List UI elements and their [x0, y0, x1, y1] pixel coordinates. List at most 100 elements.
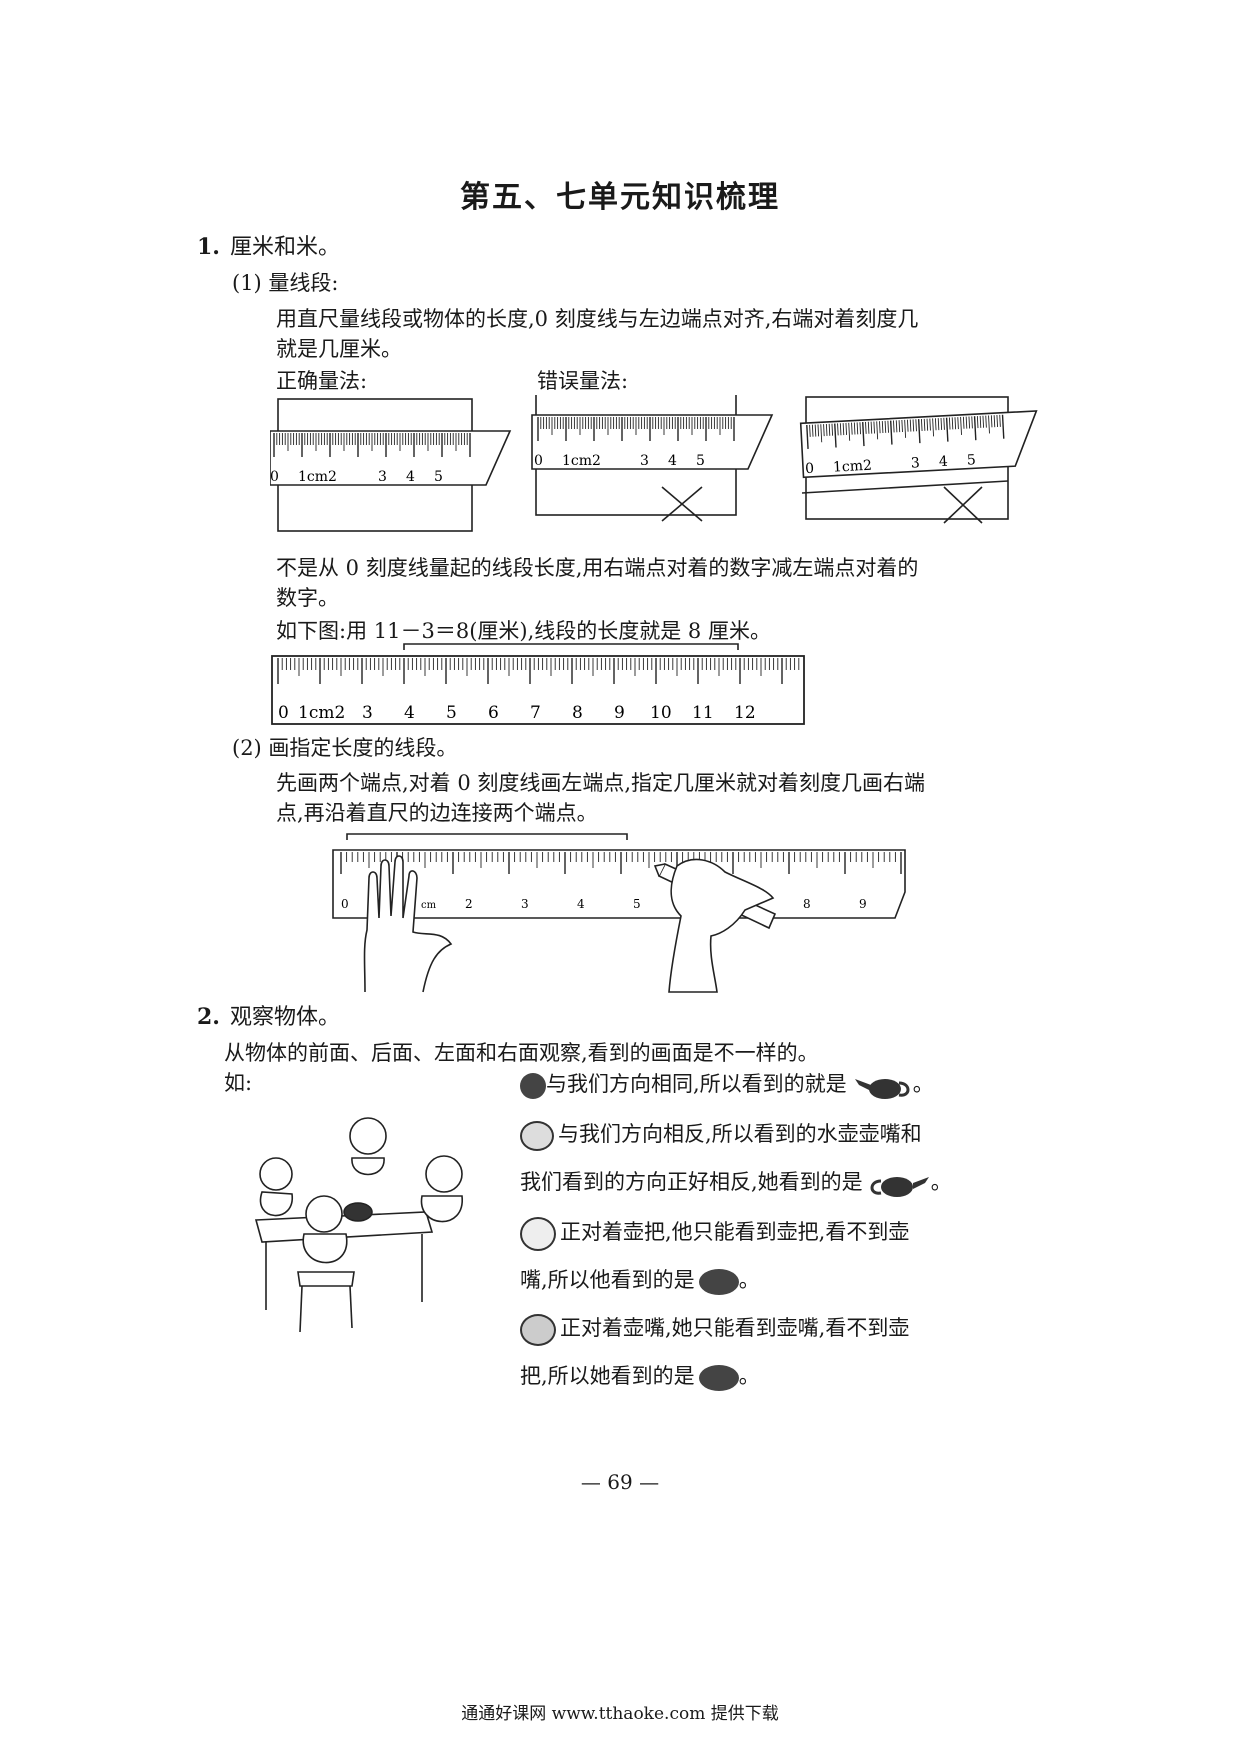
- example-label: 如:: [224, 1071, 253, 1095]
- observation-line-1: 与我们方向相同,所以看到的就是 。: [520, 1064, 934, 1104]
- cross-mark: [943, 486, 983, 524]
- segment-bracket: [403, 643, 739, 650]
- ruler-tick: [834, 423, 837, 448]
- ruler-tick: [923, 418, 926, 431]
- ruler-tick: [960, 416, 962, 435]
- paragraph-line: 从物体的前面、后面、左面和右面观察,看到的画面是不一样的。: [224, 1041, 819, 1065]
- tick-label: 0: [534, 453, 543, 469]
- ruler-diagrams: 0 1cm2 3 4 5 0 1cm2 3 4 5 0 1cm2 3 4 5: [270, 395, 1038, 532]
- section-1-heading: 1.厘米和米。: [197, 230, 340, 265]
- observation-text: 与我们方向相同,所以看到的就是: [546, 1072, 847, 1096]
- ruler-tick: [912, 419, 915, 432]
- observation-line-4: 正对着壶嘴,她只能看到壶嘴,看不到壶: [520, 1308, 909, 1348]
- ruler-tick: [929, 418, 931, 431]
- observation-line-2b: 我们看到的方向正好相反,她看到的是 。: [520, 1162, 952, 1202]
- section-number: 2.: [197, 1004, 220, 1030]
- period: 。: [912, 1072, 934, 1096]
- ruler-tick: [859, 422, 862, 435]
- observation-text: 我们看到的方向正好相反,她看到的是: [520, 1170, 863, 1194]
- tick-label: 3: [362, 703, 373, 723]
- tick-label: 5: [434, 469, 443, 485]
- ruler-tick: [973, 416, 977, 441]
- ruler-tick: [853, 422, 856, 435]
- tick-label: 7: [530, 703, 541, 723]
- children-table-illustration: [254, 1117, 463, 1333]
- tick-label: 4: [404, 703, 415, 723]
- tick-label: 5: [633, 897, 641, 911]
- section-title: 厘米和米。: [229, 235, 340, 260]
- ruler-tick: [948, 417, 951, 430]
- observation-text: 正对着壶嘴,她只能看到壶嘴,看不到壶: [560, 1316, 910, 1340]
- cross-mark: [661, 486, 703, 522]
- ruler-diagram-wrong-1: 0 1cm2 3 4 5: [531, 395, 774, 522]
- ruler-tick: [889, 420, 893, 445]
- ruler-tick: [932, 418, 935, 437]
- ruler-tick: [856, 422, 859, 435]
- paragraph-line: 先画两个端点,对着 0 刻度线画左端点,指定几厘米就对着刻度几画右端: [276, 771, 926, 795]
- tick-label: 12: [734, 703, 756, 723]
- tick-label: 10: [650, 703, 672, 723]
- footer-credit: 通通好课网 www.tthaoke.com 提供下载: [461, 1704, 779, 1724]
- ruler-tick: [954, 417, 957, 430]
- ruler-diagram-wrong-2: 0 1cm2 3 4 5: [799, 396, 1038, 524]
- tick-label: 1cm2: [833, 458, 873, 476]
- ruler-diagram-correct: 0 1cm2 3 4 5: [270, 398, 512, 532]
- ruler-tick: [823, 424, 825, 437]
- ruler-tick: [828, 423, 831, 436]
- observation-text: 正对着壶把,他只能看到壶把,看不到壶: [560, 1220, 910, 1244]
- ruler-tick: [1001, 414, 1005, 439]
- teapot-side-icon: [854, 1078, 910, 1099]
- right-hand-pencil-icon: [653, 858, 777, 993]
- ruler-tick: [945, 417, 949, 442]
- ruler-tick: [809, 424, 811, 437]
- ruler-tick: [937, 418, 940, 431]
- ruler-tick: [865, 421, 867, 434]
- girl-face-icon: [520, 1120, 554, 1151]
- ruler-tick: [957, 417, 959, 430]
- ruler-tick: [870, 421, 873, 434]
- ruler-tick: [920, 418, 923, 432]
- ruler-tick: [837, 423, 839, 436]
- period: 。: [930, 1170, 952, 1194]
- ruler-tick: [968, 416, 971, 429]
- ruler-tick: [817, 424, 820, 437]
- tick-label: 0: [805, 461, 815, 477]
- ruler-tick: [962, 416, 965, 429]
- tick-label: 1cm2: [298, 703, 345, 723]
- ruler-tick: [976, 416, 979, 429]
- segment-bracket: [346, 833, 628, 840]
- ruler-tick: [904, 419, 907, 438]
- tick-label: 11: [692, 703, 714, 723]
- ruler-tick: [879, 421, 881, 434]
- teapot-spout-view-icon: [698, 1364, 739, 1391]
- tick-label: 3: [640, 453, 649, 469]
- ruler-tick: [814, 424, 817, 437]
- tick-label: 6: [488, 703, 499, 723]
- page-number: — 69 —: [580, 1470, 660, 1494]
- paragraph-line: 用直尺量线段或物体的长度,0 刻度线与左边端点对齐,右端对着刻度几: [276, 307, 919, 331]
- tick-label: 3: [911, 455, 921, 471]
- ruler-tick: [881, 421, 884, 434]
- wrong-method-label: 错误量法:: [537, 369, 629, 393]
- observation-line-3b: 嘴,所以他看到的是 。: [520, 1260, 760, 1300]
- ruler-tick: [845, 422, 848, 435]
- ruler-tick: [943, 417, 945, 430]
- ruler-tick: [917, 419, 921, 444]
- ruler-tick: [985, 415, 987, 428]
- ruler-tick: [867, 421, 870, 434]
- tick-label: 5: [966, 452, 976, 468]
- tick-label: 9: [614, 703, 625, 723]
- tick-label: 3: [521, 897, 529, 911]
- ruler-tick: [951, 417, 954, 430]
- observation-text: 嘴,所以他看到的是: [520, 1268, 695, 1292]
- period: 。: [738, 1268, 760, 1292]
- ruler-tick: [907, 419, 909, 432]
- ruler-tick: [990, 415, 993, 428]
- child-head: [349, 1117, 387, 1155]
- ruler-tick: [873, 421, 875, 434]
- ruler-tick: [988, 415, 990, 434]
- teapot-icon: [343, 1202, 373, 1222]
- tick-label: 5: [696, 453, 705, 469]
- ruler-tick: [979, 415, 982, 428]
